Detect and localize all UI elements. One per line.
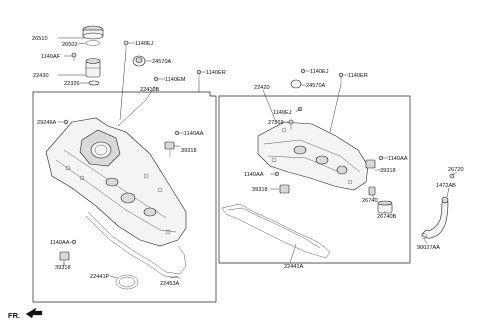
label-39318-right-upper: 39318 <box>380 168 396 174</box>
pcv-valve-right <box>290 68 344 89</box>
bolt-29246A <box>63 119 69 125</box>
label-1140AA-right-upper: 1140AA <box>388 156 408 162</box>
cam-sensor-left-upper <box>164 130 180 157</box>
label-1140AF: 1140AF <box>41 54 61 60</box>
pcv-valve-left <box>132 55 146 67</box>
label-1140AA-right-lower: 1140AA <box>244 172 264 178</box>
leader-lines <box>58 37 458 279</box>
bolt-1140AF <box>71 52 77 61</box>
label-26510: 26510 <box>32 36 48 42</box>
front-label: FR. <box>8 311 20 320</box>
label-1140AA-left-lower: 1140AA <box>50 240 70 246</box>
label-1140EJ-left: 1140EJ <box>135 41 154 47</box>
head-cover-right <box>257 121 369 191</box>
label-22430: 22430 <box>33 73 49 79</box>
label-39318-right-lower: 39318 <box>252 187 268 193</box>
label-1472AB: 1472AB <box>436 183 456 189</box>
oil-filler-cap <box>82 25 104 46</box>
gasket-right <box>221 203 331 259</box>
label-1140ER-right: 1140ER <box>348 73 368 79</box>
label-22441A: 22441A <box>284 264 304 270</box>
breather-hose <box>421 173 455 239</box>
label-39318-left-lower: 39318 <box>55 265 71 271</box>
front-arrow-icon <box>25 307 43 319</box>
right-assembly-box <box>218 95 411 264</box>
label-1140EJ-right: 1140EJ <box>310 69 329 75</box>
label-22441P: 22441P <box>90 274 110 280</box>
front-direction-marker: FR. <box>8 307 43 320</box>
label-26740B: 26740B <box>377 214 397 220</box>
filler-neck <box>85 58 101 86</box>
cam-sensor-right-lower <box>274 171 290 194</box>
label-26502: 26502 <box>62 42 78 48</box>
bolt-1140ER-left <box>196 69 202 80</box>
label-22410B: 22410B <box>140 87 160 93</box>
label-1140EJ-right-lower: 1140EJ <box>273 110 292 116</box>
label-29246A: 29246A <box>37 120 57 126</box>
bolt-1140EJ-left <box>123 40 129 50</box>
head-cover-left <box>45 117 187 247</box>
label-90027AA: 90027AA <box>417 245 440 251</box>
label-22326: 22326 <box>64 81 80 87</box>
label-26720: 26720 <box>448 167 464 173</box>
cam-sensor-left-lower <box>59 239 77 266</box>
gasket-left <box>85 211 187 290</box>
label-1140ER-left: 1140ER <box>206 70 226 76</box>
bolt-1140EM <box>153 76 159 82</box>
cam-sensor-right-upper <box>365 155 384 169</box>
label-26740: 26740 <box>362 198 378 204</box>
label-24570A-right: 24570A <box>306 83 326 89</box>
label-1140AA-left-upper: 1140AA <box>184 131 204 137</box>
label-24570A-left: 24570A <box>152 59 172 65</box>
label-27369: 27369 <box>268 120 284 126</box>
left-assembly-box <box>32 91 217 303</box>
part-labels: 26510 26502 1140AF 22430 22326 1140EJ 24… <box>32 36 464 287</box>
label-22453A: 22453A <box>160 281 180 287</box>
label-22420: 22420 <box>254 85 270 91</box>
label-39318-left-upper: 39318 <box>181 148 197 154</box>
label-1140EM: 1140EM <box>165 77 186 83</box>
